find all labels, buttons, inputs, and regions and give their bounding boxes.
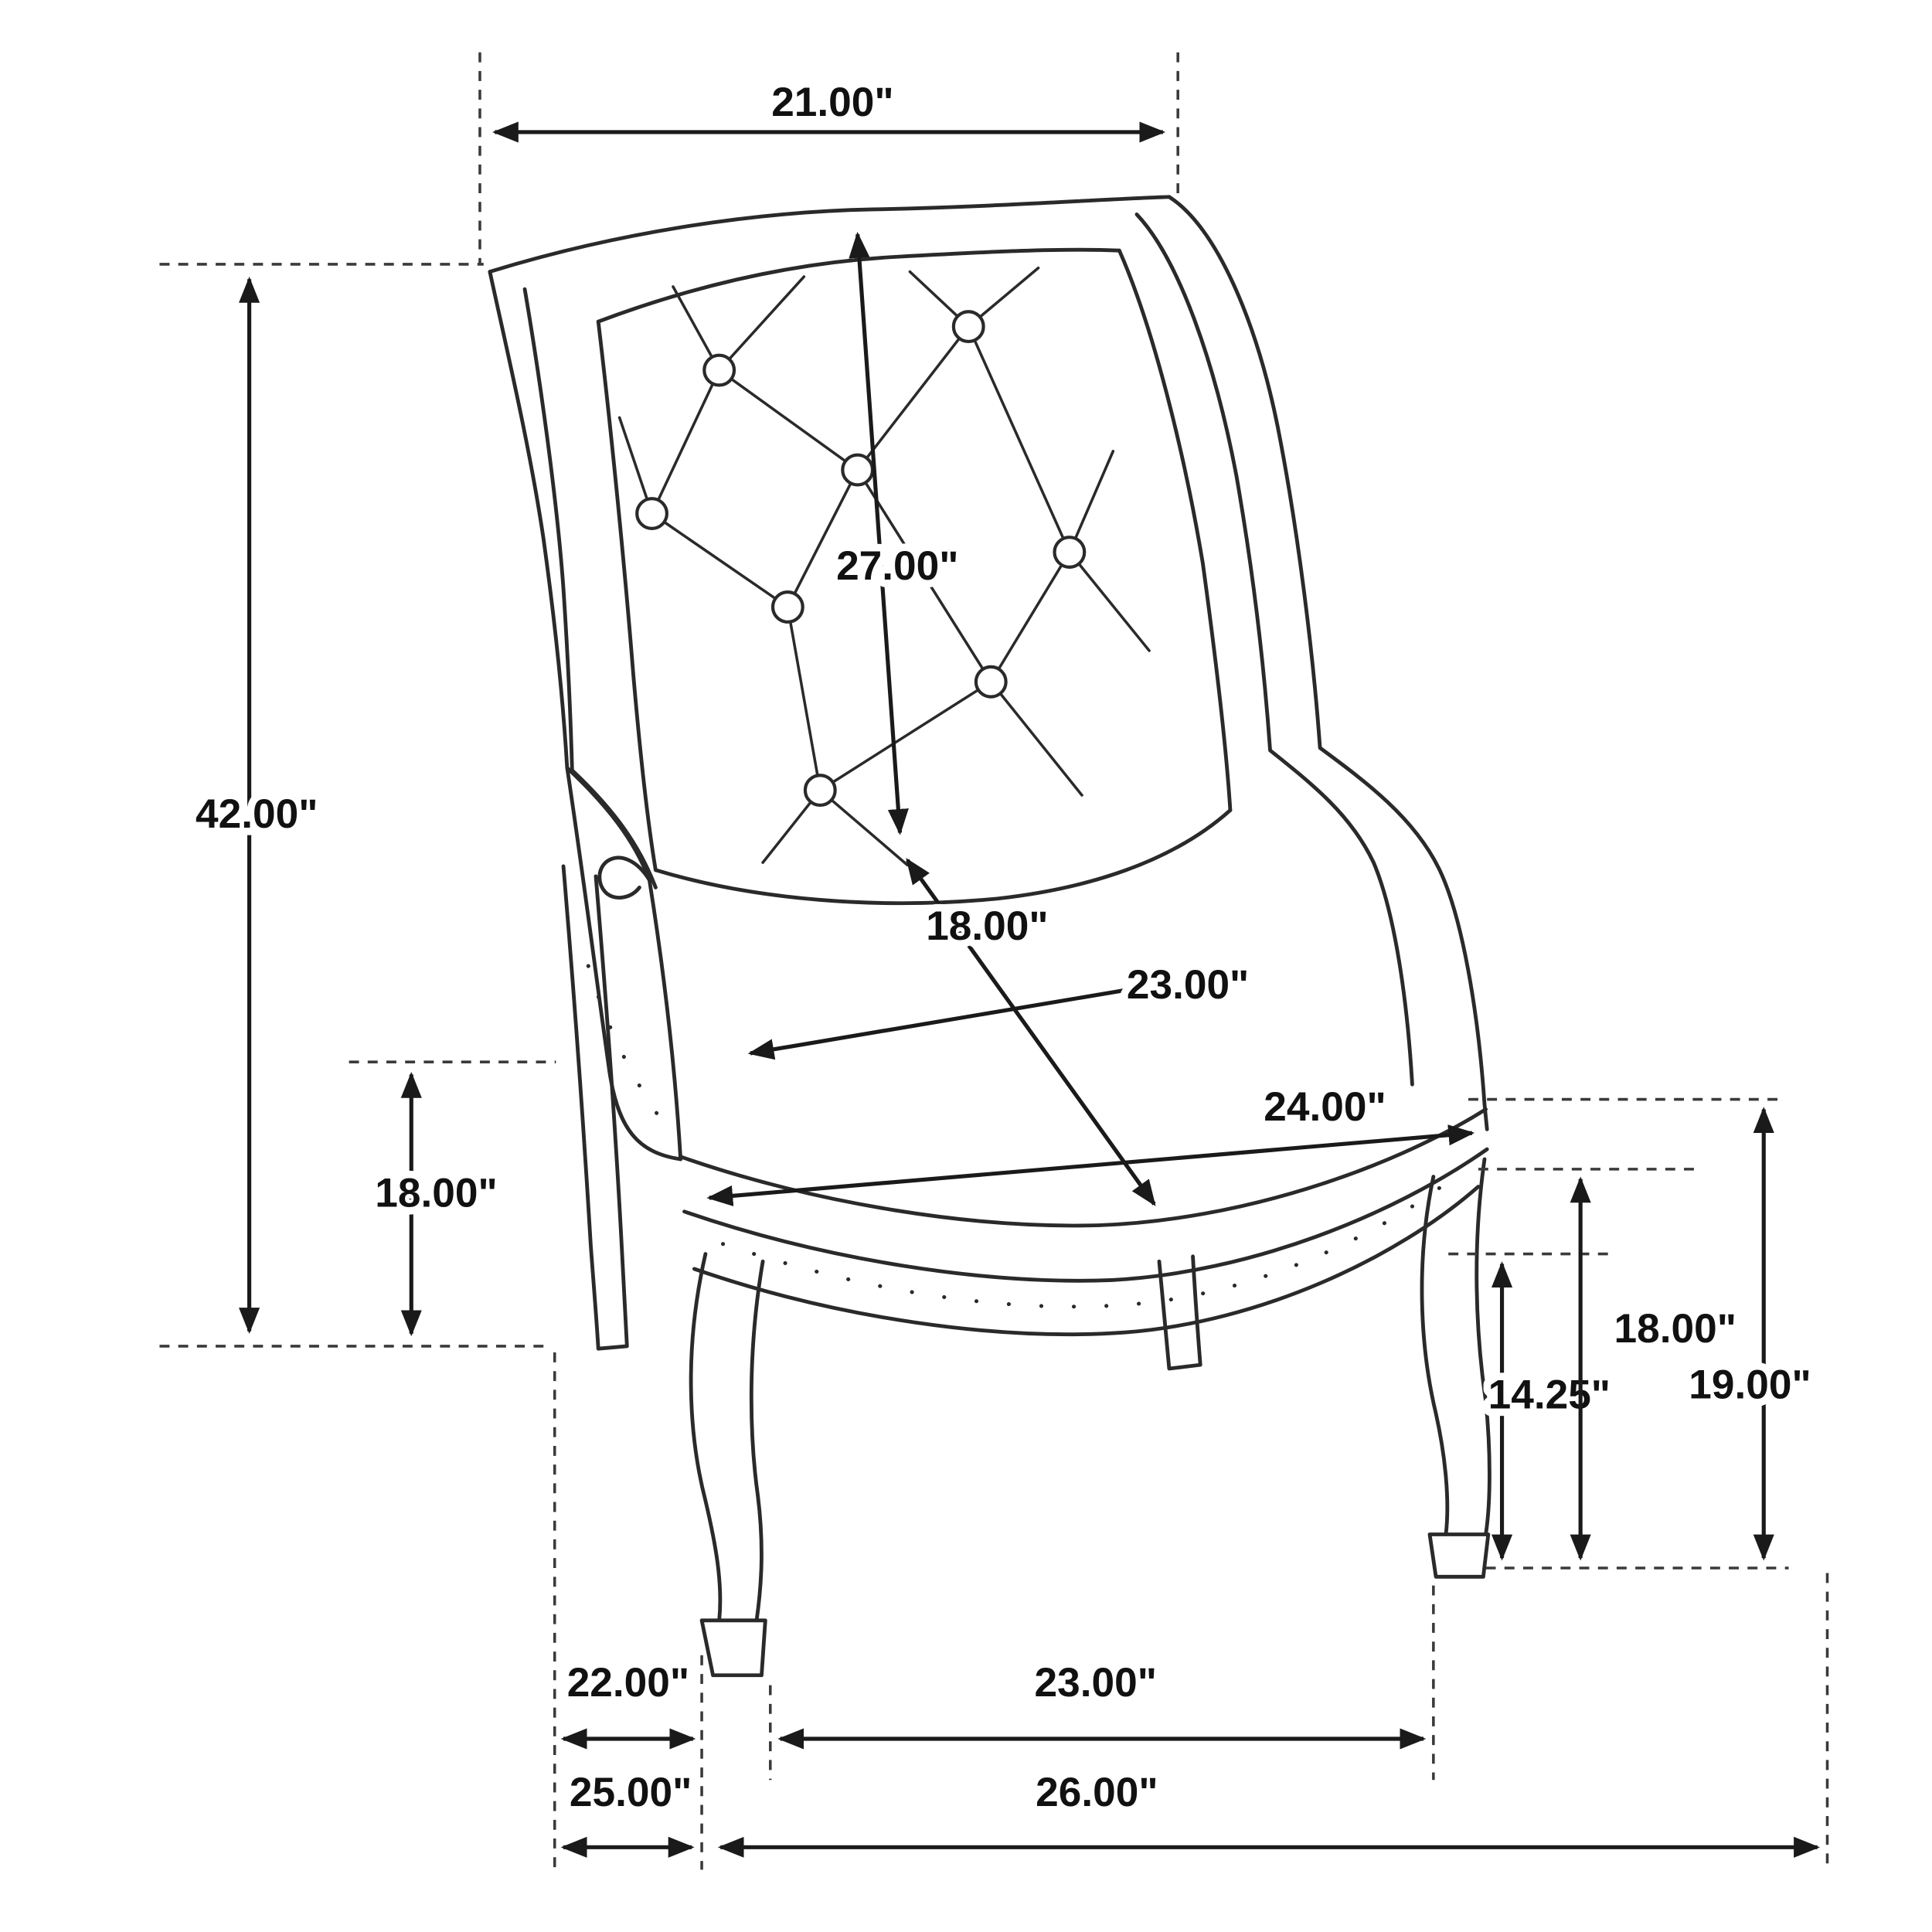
dim-label-front-leg-span: 23.00" <box>1035 1660 1157 1706</box>
dim-label-seat-height-left: 18.00" <box>375 1170 497 1216</box>
dim-label-overall-height: 42.00" <box>196 791 318 837</box>
dim-seat-height-left: 18.00" <box>349 1060 556 1337</box>
dim-front-leg-span: 23.00" <box>777 1652 1427 1750</box>
dim-label-overall-width: 21.00" <box>771 80 893 125</box>
dim-label-overall-depth: 26.00" <box>1036 1770 1158 1815</box>
dim-overall-height: 42.00" <box>159 263 549 1348</box>
dim-back-leg-span: 22.00" <box>560 1652 697 1750</box>
dim-label-seat-back-width: 23.00" <box>1127 962 1249 1008</box>
dim-label-seat-diagonal: 18.00" <box>926 903 1048 949</box>
dim-label-front-leg-height: 14.25" <box>1488 1372 1611 1418</box>
dim-label-base-depth: 25.00" <box>570 1770 692 1815</box>
dim-front-leg-height: 14.25" <box>1448 1252 1618 1561</box>
dim-label-rail-height: 18.00" <box>1614 1306 1736 1352</box>
dim-seat-height-right: 19.00" <box>1468 1097 1818 1570</box>
dim-rail-height: 18.00" <box>1478 1168 1744 1561</box>
tufting-lattice <box>617 267 1151 867</box>
dim-seat-front-width: 24.00" <box>706 1077 1475 1206</box>
dim-label-seat-front-width: 24.00" <box>1264 1084 1386 1130</box>
dim-back-cushion-height: 27.00" <box>828 231 966 835</box>
dim-seat-diagonal: 18.00" <box>906 858 1156 1206</box>
dim-overall-width: 21.00" <box>478 52 1179 264</box>
bottom-extension-lines <box>553 1352 1829 1870</box>
dim-label-back-leg-span: 22.00" <box>567 1660 689 1706</box>
dim-label-back-cushion-height: 27.00" <box>836 543 958 589</box>
dim-base-depth: 25.00" <box>560 1762 699 1858</box>
dim-label-seat-height-right: 19.00" <box>1689 1362 1811 1408</box>
dim-overall-depth: 26.00" <box>717 1762 1820 1858</box>
dim-seat-back-width: 23.00" <box>747 954 1257 1060</box>
